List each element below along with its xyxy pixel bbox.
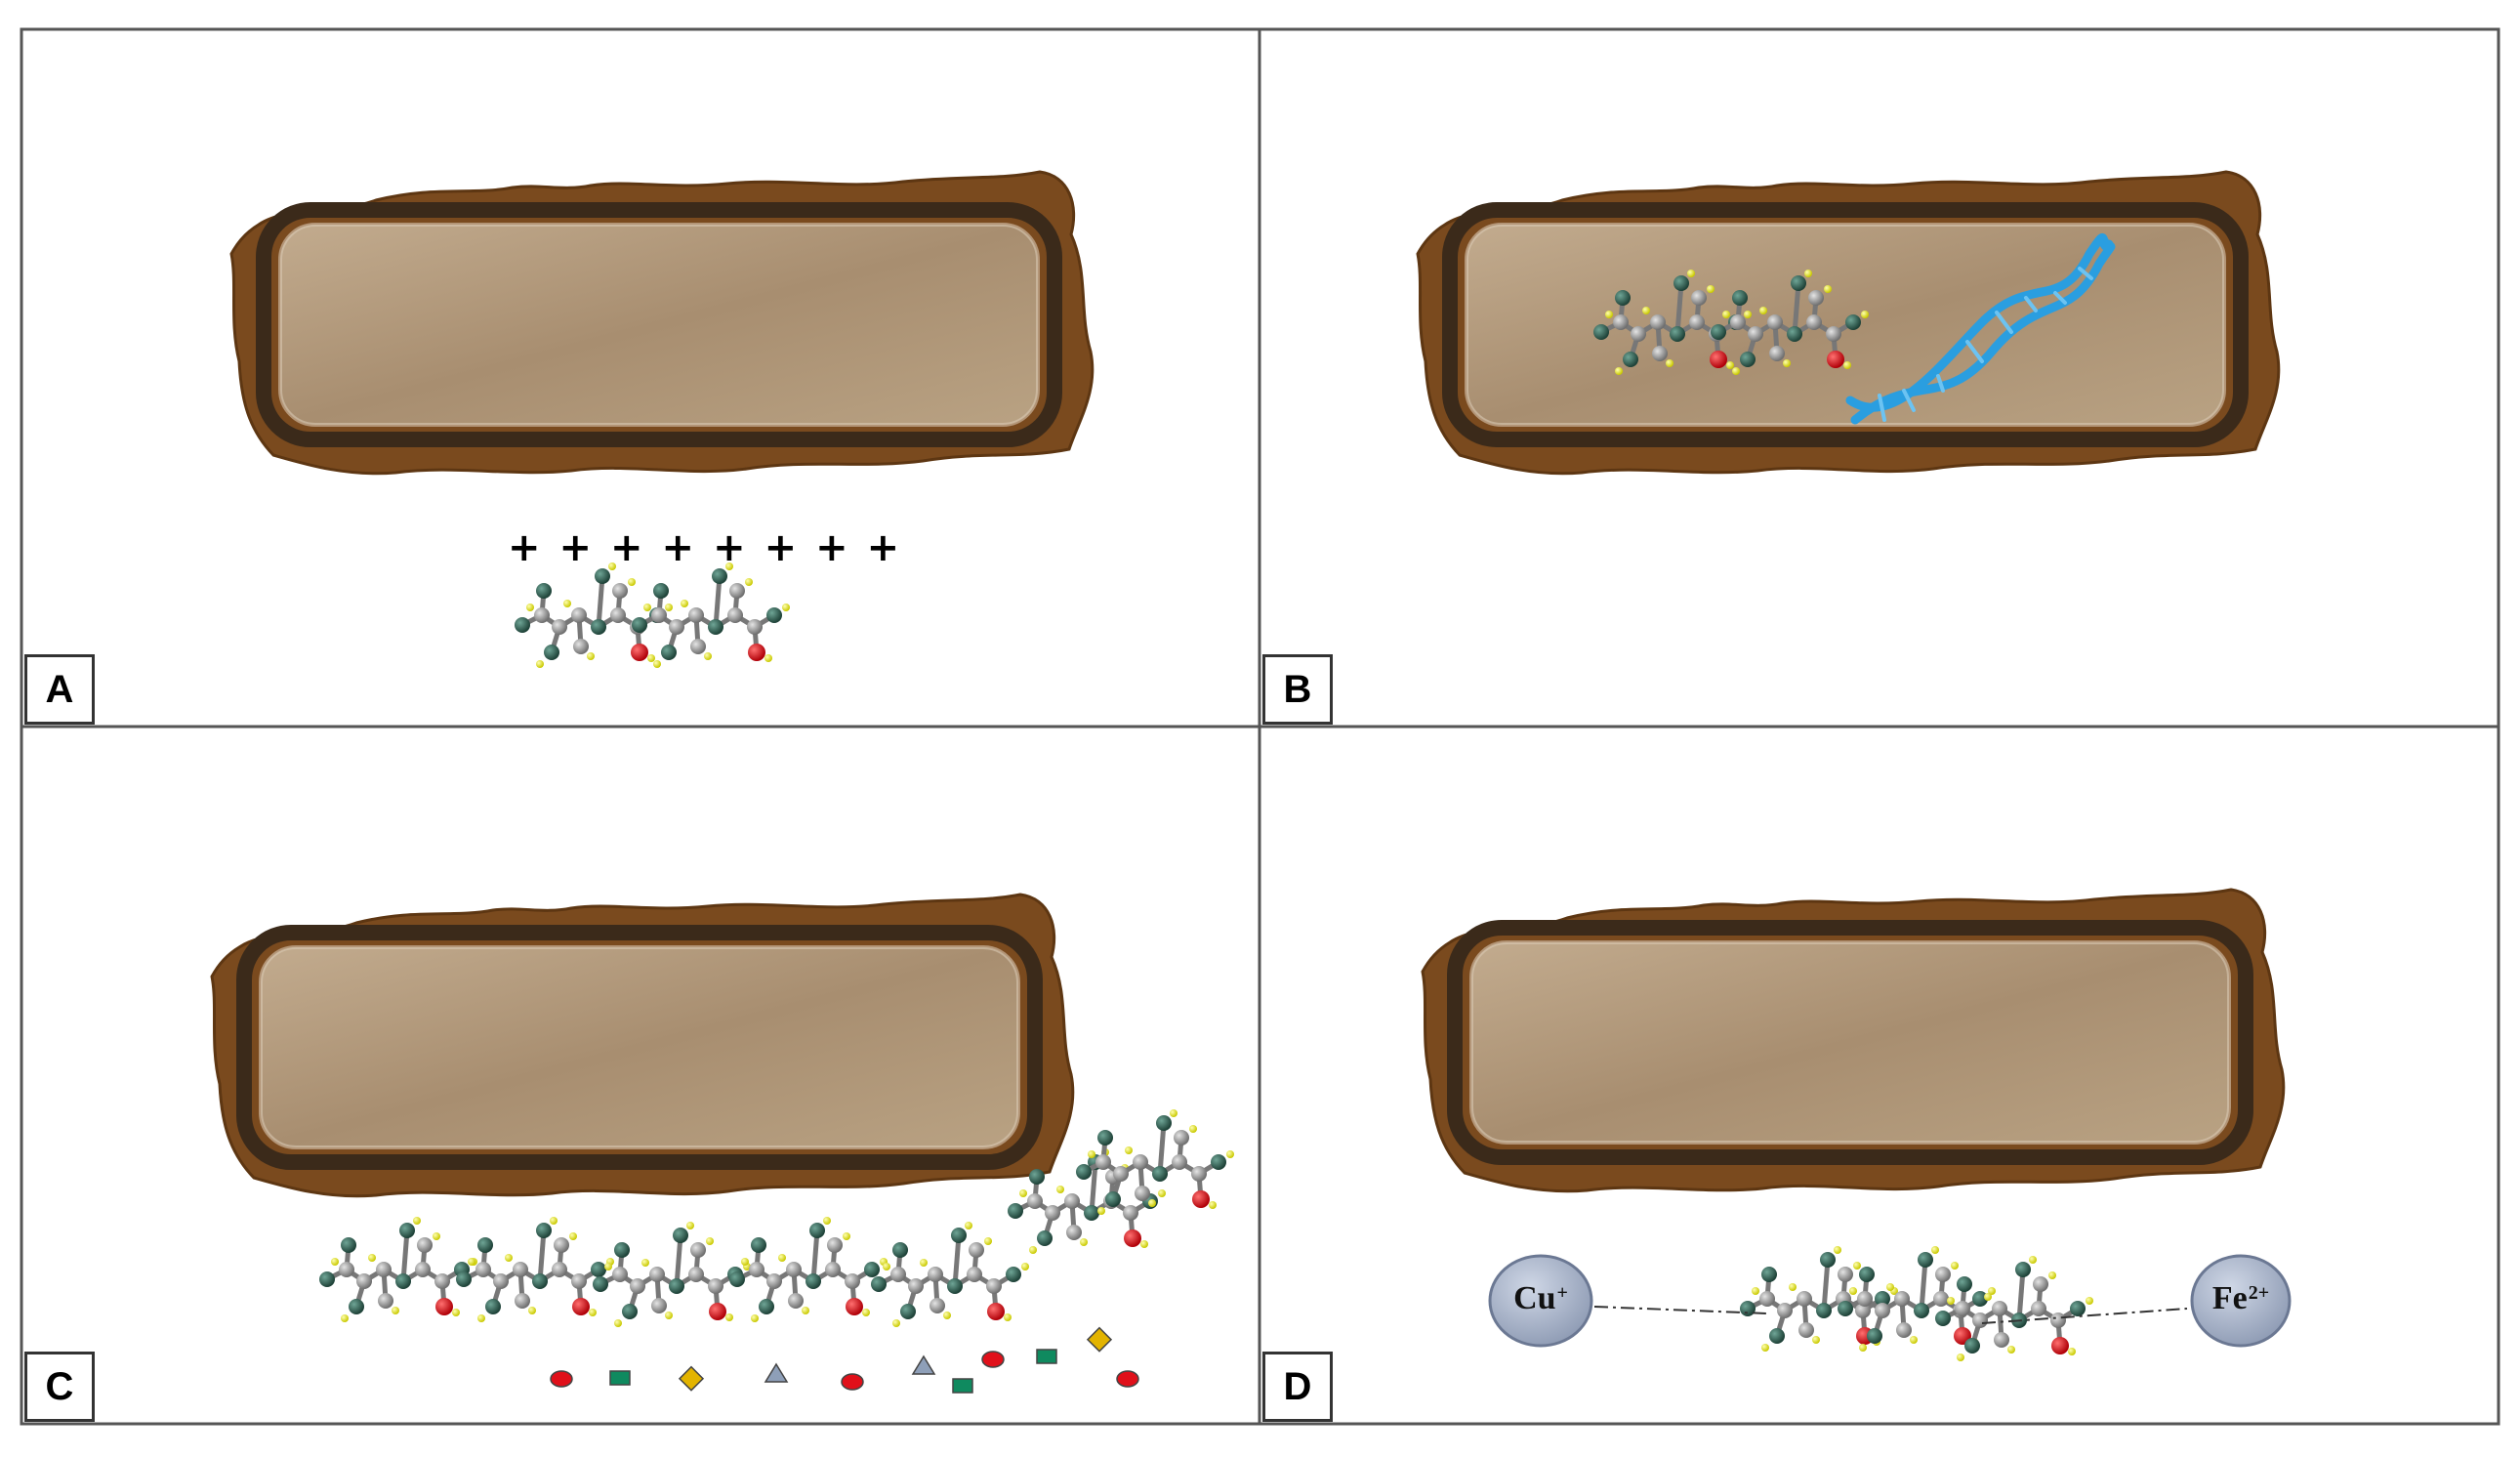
ion-symbol: Cu bbox=[1513, 1280, 1556, 1316]
ion-charge: + bbox=[1556, 1281, 1568, 1304]
charge-plus: + bbox=[815, 525, 848, 570]
chitosan-molecule-icon bbox=[515, 562, 790, 668]
charge-plus: + bbox=[558, 525, 593, 570]
charge-plus: + bbox=[764, 525, 798, 570]
charge-plus: + bbox=[713, 525, 746, 570]
charge-plus: + bbox=[508, 525, 541, 570]
chelation-line bbox=[1593, 1306, 2188, 1324]
bacterium-cell-icon bbox=[1423, 890, 2284, 1191]
positive-charges: + + + + + + + + bbox=[508, 525, 899, 570]
metal-ion-icon bbox=[1488, 1254, 2292, 1348]
panel-grid bbox=[20, 27, 2500, 1426]
bacterium-cell-icon bbox=[231, 172, 1093, 474]
panel-label-a: A bbox=[24, 654, 95, 725]
ion-label-cu: Cu+ bbox=[1487, 1274, 1594, 1323]
ion-symbol: Fe bbox=[2211, 1280, 2248, 1316]
charge-plus: + bbox=[661, 525, 695, 570]
chitosan-molecule-icon bbox=[1740, 1246, 2093, 1361]
ion-charge: 2+ bbox=[2248, 1281, 2270, 1304]
nutrient-particle-icon bbox=[550, 1326, 1139, 1394]
bacterium-cell-icon bbox=[212, 895, 1073, 1196]
panel-label-c: C bbox=[24, 1352, 95, 1422]
charge-plus: + bbox=[610, 525, 643, 570]
charge-plus: + bbox=[866, 525, 900, 570]
panel-label-b: B bbox=[1262, 654, 1333, 725]
dna-helix-icon bbox=[1845, 232, 2116, 425]
panel-label-d: D bbox=[1262, 1352, 1333, 1422]
